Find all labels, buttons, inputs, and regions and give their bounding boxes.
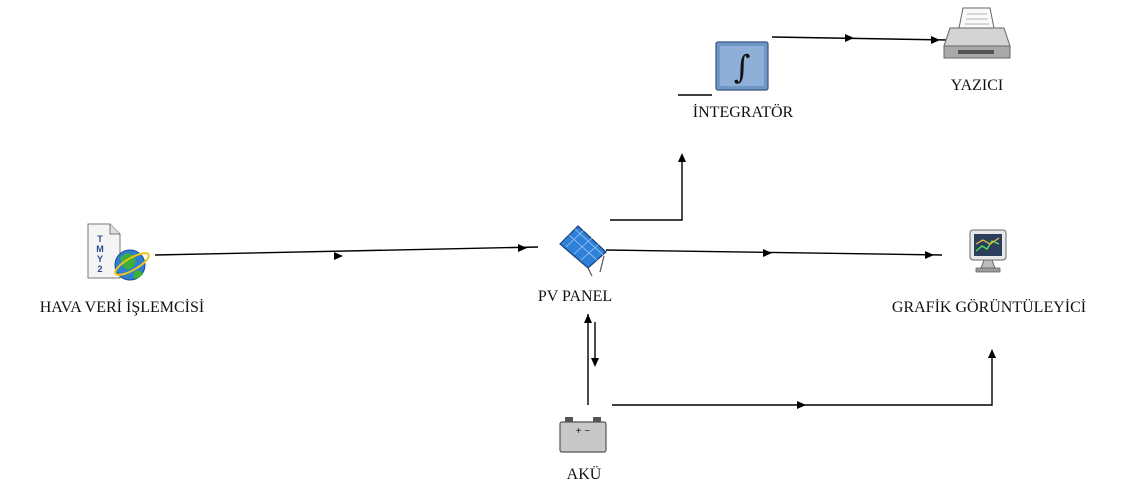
arrow-battery-pv-down (591, 358, 599, 367)
pv-panel-label: PV PANEL (538, 288, 612, 305)
solar-panel-icon (559, 225, 607, 277)
arrow-battery-plotter-end (988, 349, 996, 358)
node-pv-panel[interactable]: PV PANEL (538, 225, 612, 305)
battery-terminal-marks: + − (576, 426, 591, 437)
svg-text:M: M (96, 244, 104, 254)
arrow-integrator-printer-end (931, 36, 940, 44)
tmy2-weather-globe-icon: T M Y 2 (87, 223, 150, 281)
wire-pv-to-integrator (610, 155, 683, 221)
svg-text:2: 2 (97, 264, 102, 274)
arrow-integrator-printer-mid (845, 34, 854, 42)
integral-icon: ∫ (715, 41, 769, 91)
wire-weather-to-pv (154, 246, 539, 256)
svg-text:T: T (97, 234, 103, 244)
arrow-pv-integrator-mid (678, 153, 686, 162)
wire-battery-to-plotter (612, 352, 993, 406)
graph-plotter-label: GRAFİK GÖRÜNTÜLEYİCİ (892, 298, 1086, 316)
battery-icon: + − (559, 417, 607, 453)
battery-label: AKÜ (567, 465, 602, 483)
integral-symbol: ∫ (734, 48, 751, 86)
monitor-graph-icon (969, 229, 1007, 273)
printer-icon (943, 7, 1011, 59)
arrow-battery-pv-up (584, 314, 592, 323)
arrow-battery-plotter-mid (797, 401, 806, 409)
node-integrator[interactable]: ∫ İNTEGRATÖR (693, 41, 794, 121)
arrow-pv-plotter-end (925, 251, 934, 259)
weather-processor-label: HAVA VERİ İŞLEMCİSİ (40, 298, 204, 316)
node-graph-plotter[interactable]: GRAFİK GÖRÜNTÜLEYİCİ (892, 229, 1086, 316)
integrator-label: İNTEGRATÖR (693, 103, 794, 121)
node-battery[interactable]: + − AKÜ (559, 417, 607, 483)
arrow-pv-plotter-mid (763, 249, 772, 257)
wire-integrator-to-printer (771, 36, 949, 41)
arrow-weather-pv-end (518, 244, 527, 252)
connections (154, 34, 996, 409)
wire-pv-to-plotter (605, 249, 943, 256)
arrow-weather-pv-mid (334, 252, 343, 260)
printer-label: YAZICI (951, 77, 1003, 94)
node-weather-processor[interactable]: T M Y 2 HAVA VERİ İŞLEMCİSİ (40, 223, 204, 316)
node-printer[interactable]: YAZICI (943, 7, 1011, 94)
svg-text:Y: Y (97, 254, 103, 264)
